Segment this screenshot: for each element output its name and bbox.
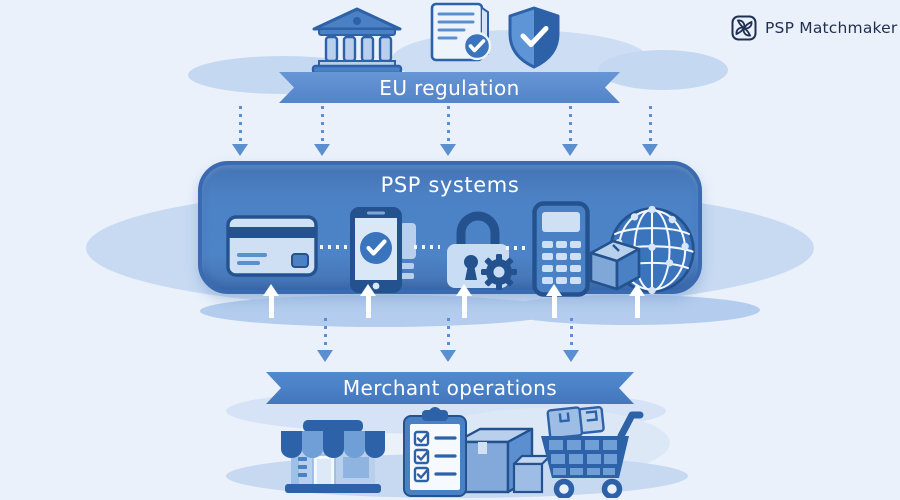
down-arrow [440, 106, 456, 156]
down-arrow [317, 318, 333, 362]
psp-systems-panel: PSP systems [198, 161, 702, 297]
pos-terminal-icon [532, 201, 590, 297]
down-arrow [562, 106, 578, 156]
up-arrow [456, 284, 472, 318]
up-arrow [546, 284, 562, 318]
psp-backdrop-shadow [500, 295, 760, 325]
shopping-cart-icon [541, 406, 644, 498]
lock-gear-icon [447, 211, 517, 290]
mobile-payment-icon [350, 207, 402, 293]
brand-logo: PSP Matchmaker [731, 15, 897, 41]
up-arrow [360, 284, 376, 318]
checklist-icon [403, 407, 467, 497]
document-check-icon [430, 2, 492, 62]
brand-name: PSP Matchmaker [765, 19, 898, 37]
up-arrow [263, 284, 279, 318]
down-arrow [440, 318, 456, 362]
credit-card-icon [226, 215, 318, 277]
psp-systems-title: PSP systems [380, 173, 520, 197]
background-cloud [598, 50, 728, 90]
eu-regulation-label: EU regulation [379, 75, 520, 100]
dotted-connector [414, 245, 440, 249]
up-arrow [629, 284, 645, 318]
shield-check-icon [508, 6, 560, 69]
down-arrow [232, 106, 248, 156]
merchant-operations-banner: Merchant operations [266, 372, 634, 404]
stacked-cards-icon [400, 223, 416, 279]
storefront-icon [281, 420, 385, 493]
pinwheel-icon [731, 15, 757, 41]
dotted-connector [506, 246, 530, 250]
dotted-connector [320, 245, 348, 249]
down-arrow [563, 318, 579, 362]
merchant-operations-label: Merchant operations [342, 376, 558, 400]
eu-regulation-banner: EU regulation [279, 72, 620, 103]
down-arrow [642, 106, 658, 156]
down-arrow [314, 106, 330, 156]
bank-icon [311, 7, 403, 75]
package-icon [589, 239, 641, 291]
